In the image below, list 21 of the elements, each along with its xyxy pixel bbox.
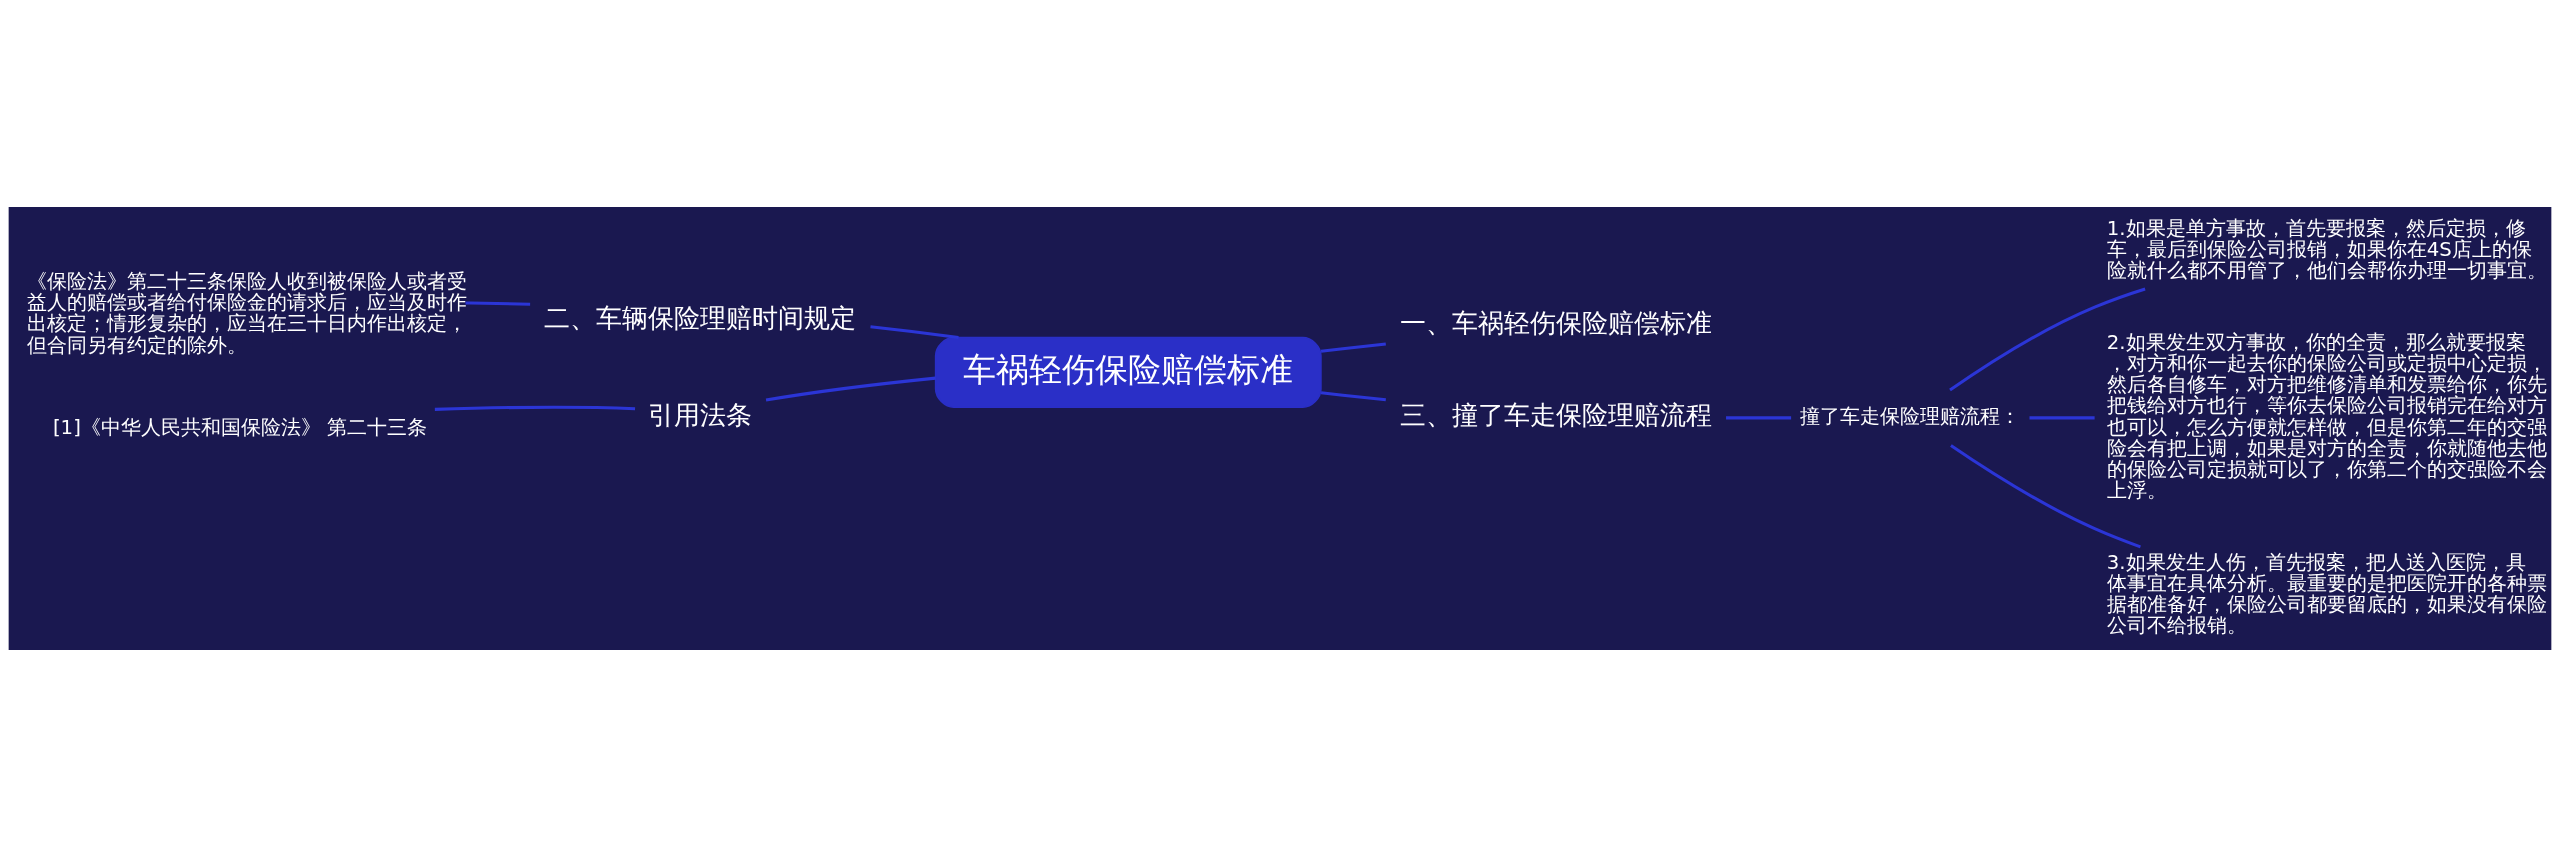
connector — [1320, 342, 1386, 353]
connector — [1320, 391, 1386, 402]
connector — [1950, 444, 2141, 549]
node-text: 三、撞了车走保险理赔流程 — [1400, 400, 1713, 431]
node-text: 1.如果是单方事故，首先要报案，然后定损，修车，最后到保险公司报销，如果你在4S店上的保险就什么都不用管了，他们会帮你办理一切事宜。 — [2106, 216, 2547, 283]
connector — [465, 301, 531, 306]
node-text: 引用法条 — [648, 400, 753, 431]
node-text: [1]《中华人民共和国保险法》 第二十三条 — [52, 415, 428, 439]
connector — [870, 325, 959, 339]
node-text: 撞了车走保险理赔流程： — [1800, 405, 2021, 429]
connector — [1726, 416, 1792, 420]
node-box: 车祸轻伤保险赔偿标准 — [934, 336, 1322, 408]
connector — [765, 376, 936, 402]
connector — [434, 405, 636, 411]
node-text: 2.如果发生双方事故，你的全责，那么就要报案，对方和你一起去你的保险公司或定损中心定损，然后各自修车，对方把维修清单和发票给你，你先把钱给对方也行，等你去保险公司报销完在给对方也可以，怎么方便就怎样做，但是你第二年的交强险会有把上调，如果是对方的全责，你就随他去他的保险公司定损就可以了，你第二个的交强险不会上浮。 — [2106, 330, 2547, 503]
connector — [2029, 416, 2095, 420]
node-text: 3.如果发生人伤，首先报案，把人送入医院，具体事宜在具体分析。最重要的是把医院开的各种票据都准备好，保险公司都要留底的，如果没有保险公司不给报销。 — [2106, 550, 2547, 638]
connector — [1949, 287, 2146, 392]
node-text: 一、车祸轻伤保险赔偿标准 — [1400, 307, 1713, 338]
node-text: 《保险法》第二十三条保险人收到被保险人或者受益人的赔偿或者给付保险金的请求后，应当及时作出核定；情形复杂的，应当在三十日内作出核定，但合同另有约定的除外。 — [26, 270, 467, 357]
node-text: 二、车辆保险理赔时间规定 — [544, 303, 857, 333]
